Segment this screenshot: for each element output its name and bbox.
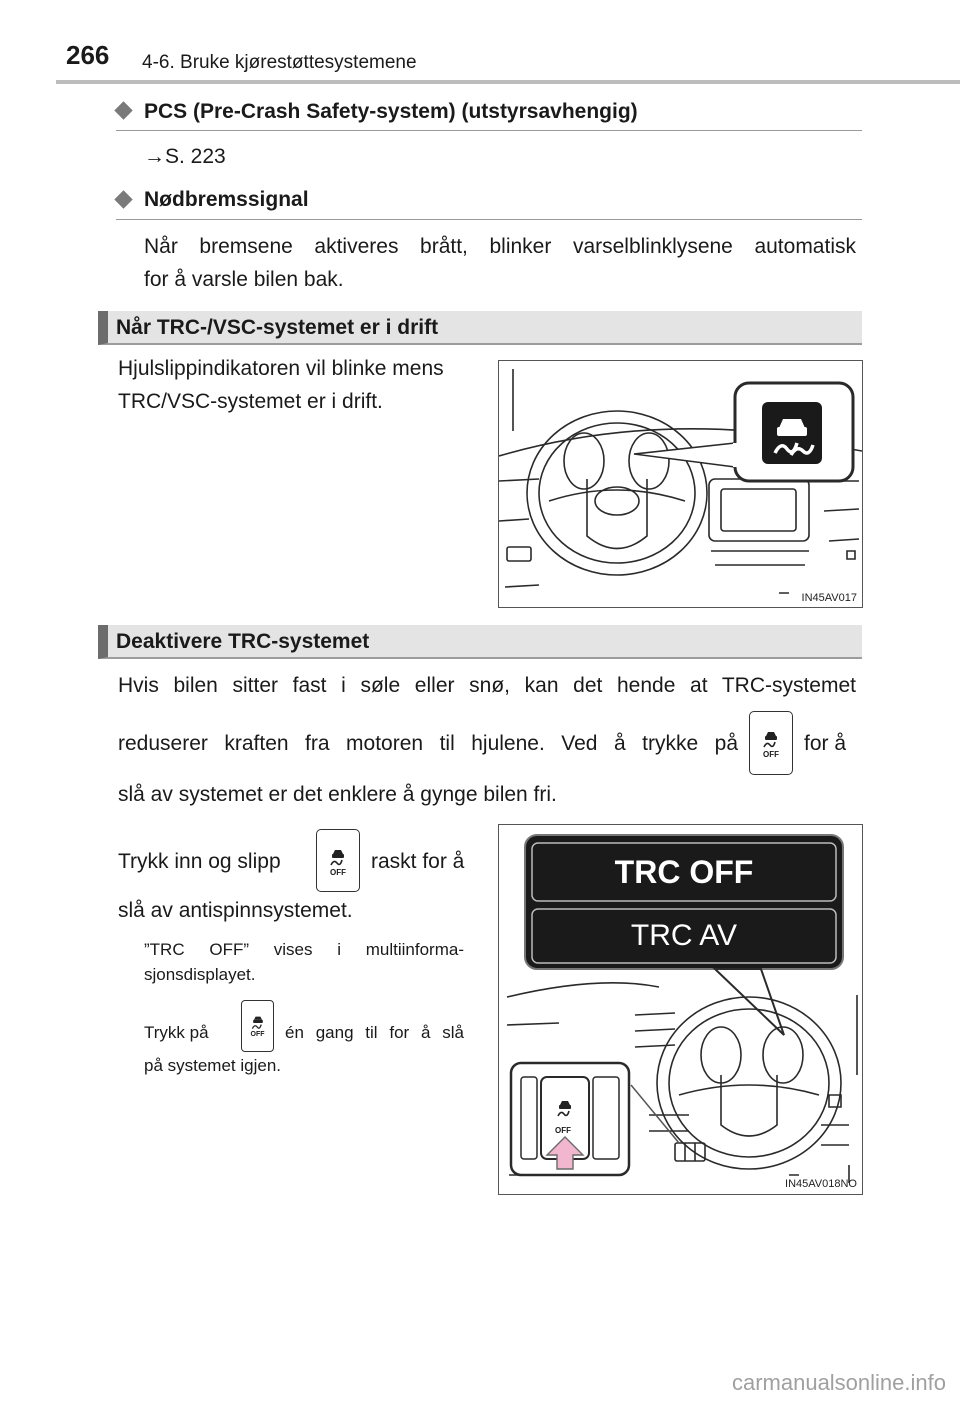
off-label: OFF bbox=[330, 868, 346, 877]
trc-disable-p2-b: raskt for å bbox=[371, 850, 465, 873]
trc-disable-p2-line2: slå av antispinnsystemet. bbox=[118, 899, 353, 922]
trc-off-illustration bbox=[506, 834, 858, 1183]
pcs-rule bbox=[116, 130, 862, 131]
trc-off-button-inline[interactable]: OFF bbox=[316, 829, 360, 892]
figure-code: IN45AV017 bbox=[801, 592, 857, 604]
trc-operating-line1: Hjulslippindikatoren vil blinke mens bbox=[118, 357, 444, 380]
note2-b: én gang til for å slå bbox=[285, 1023, 464, 1042]
header-divider bbox=[56, 80, 960, 84]
pcs-heading: PCS (Pre-Crash Safety-system) (utstyrsav… bbox=[144, 100, 638, 123]
slip-car-icon bbox=[763, 732, 777, 748]
trc-disable-section-header: Deaktivere TRC-systemet bbox=[98, 625, 862, 659]
note2-a: Trykk på bbox=[144, 1023, 209, 1042]
trc-disable-p1-line3: slå av systemet er det enklere å gynge b… bbox=[118, 783, 557, 806]
trc-operating-section-header: Når TRC-/VSC-systemet er i drift bbox=[98, 311, 862, 345]
note1-line1: ”TRC OFF” vises i multiinforma- bbox=[144, 940, 464, 959]
chapter-title: 4-6. Bruke kjørestøttesystemene bbox=[142, 52, 417, 73]
figure-code: IN45AV018NO bbox=[785, 1178, 857, 1190]
slip-car-icon bbox=[251, 1016, 263, 1029]
trc-disable-p1-line2a: reduserer kraften fra motoren til hjulen… bbox=[118, 732, 738, 755]
trc-disable-p1-line2b: for å bbox=[804, 732, 847, 755]
arrow-right-icon: → bbox=[144, 145, 165, 168]
watermark[interactable]: carmanualsonline.info bbox=[731, 1370, 946, 1395]
trc-disable-heading: Deaktivere TRC-systemet bbox=[116, 630, 370, 653]
emergency-rule bbox=[116, 219, 862, 220]
trc-operating-heading: Når TRC-/VSC-systemet er i drift bbox=[116, 316, 439, 339]
emergency-signal-heading: Nødbremssignal bbox=[144, 188, 309, 211]
trc-off-figure: TRC OFF TRC AV OFF IN45AV018NO bbox=[498, 824, 863, 1195]
dashboard-indicator-figure: IN45AV017 bbox=[498, 360, 863, 608]
off-label: OFF bbox=[555, 1126, 571, 1135]
display-trc-off: TRC OFF bbox=[614, 854, 754, 890]
note2-line2: på systemet igjen. bbox=[144, 1056, 282, 1075]
press-arrow-icon bbox=[545, 1136, 585, 1170]
page-number: 266 bbox=[66, 40, 110, 70]
off-label: OFF bbox=[763, 750, 779, 759]
trc-disable-p1-line1: Hvis bilen sitter fast i søle eller snø,… bbox=[118, 674, 856, 697]
slip-car-icon bbox=[557, 1101, 571, 1117]
note1-line2: sjonsdisplayet. bbox=[144, 965, 256, 984]
trc-off-button[interactable]: OFF bbox=[749, 711, 793, 775]
trc-operating-line2: TRC/VSC-systemet er i drift. bbox=[118, 390, 383, 413]
off-label: OFF bbox=[250, 1031, 265, 1038]
trc-off-button-small[interactable]: OFF bbox=[241, 1000, 274, 1052]
dashboard-illustration bbox=[498, 369, 863, 594]
diamond-bullet-icon bbox=[114, 190, 133, 209]
slip-car-icon bbox=[330, 850, 344, 866]
emergency-text-line1: Når bremsene aktiveres brått, blinker va… bbox=[144, 235, 856, 258]
display-trc-av: TRC AV bbox=[630, 919, 738, 952]
pcs-reference[interactable]: →S. 223 bbox=[144, 140, 226, 173]
diamond-bullet-icon bbox=[114, 101, 133, 120]
slip-indicator-icon bbox=[762, 402, 822, 464]
pcs-reference-page: S. 223 bbox=[165, 145, 226, 168]
trc-disable-p2-a: Trykk inn og slipp bbox=[118, 850, 281, 873]
emergency-text-line2: for å varsle bilen bak. bbox=[144, 268, 344, 291]
